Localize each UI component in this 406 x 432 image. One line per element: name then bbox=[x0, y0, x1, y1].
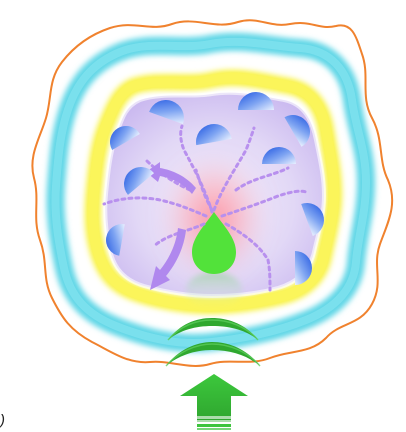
up-arrow-icon bbox=[180, 374, 248, 430]
corner-label: ) bbox=[0, 412, 5, 429]
droplet-shadow bbox=[186, 272, 242, 308]
